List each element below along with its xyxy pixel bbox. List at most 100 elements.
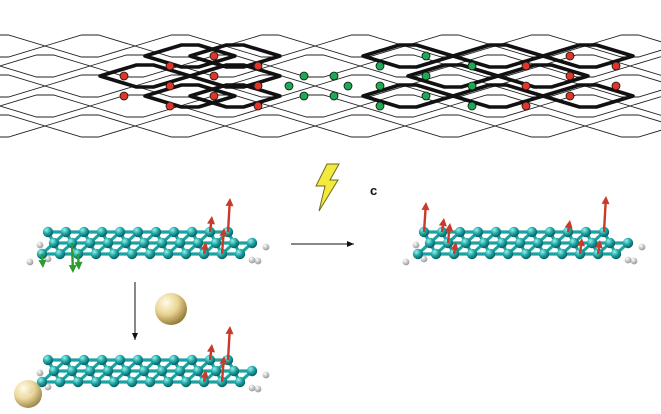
lattice-hexagon: [268, 94, 362, 118]
nanoribbon-molecule-right: [402, 196, 646, 266]
hydrogens: [26, 241, 270, 266]
bold-hexagon: [188, 63, 282, 89]
carbon-atom: [132, 354, 144, 366]
spin-up-arrow: [207, 216, 215, 233]
lattice-hexagon: [0, 114, 47, 138]
arrow-head: [200, 370, 209, 379]
lattice-hexagon: [223, 114, 317, 138]
carbon-atom: [484, 248, 496, 260]
lattice-hexagon: [583, 114, 661, 138]
site-red: [119, 71, 129, 81]
spin-up-arrow: [207, 344, 215, 361]
lattice-hexagon: [628, 96, 661, 116]
carbon-atom: [150, 354, 162, 366]
site-red: [521, 61, 531, 71]
arrow-shaft: [440, 225, 445, 233]
lattice-hexagon: [0, 34, 47, 58]
spin-up-arrow: [601, 196, 610, 233]
carbon-atom: [96, 354, 108, 366]
site-red: [165, 61, 175, 71]
carbon-atom: [168, 354, 180, 366]
site-red: [209, 91, 219, 101]
arrow-shaft: [70, 242, 74, 266]
carbon-atom: [610, 248, 622, 260]
carbon-atom: [210, 365, 222, 377]
carbon-atom: [430, 248, 442, 260]
carbon-atom: [412, 248, 424, 260]
arrow-shaft: [208, 223, 213, 233]
spin-arrows: [200, 326, 234, 383]
carbon-atom: [478, 237, 490, 249]
carbon-atom: [180, 248, 192, 260]
arrow-head: [601, 196, 610, 205]
carbon-atom: [42, 354, 54, 366]
carbon-atoms: [412, 226, 634, 260]
site-green: [329, 71, 339, 81]
arrow-head: [438, 218, 447, 227]
bold-hexagon: [143, 43, 237, 69]
spin-down-arrow: [74, 253, 83, 270]
site-red: [209, 51, 219, 61]
adatom-sphere-icon: [14, 380, 42, 408]
arrow-shaft: [226, 333, 231, 361]
hydrogens: [26, 369, 270, 394]
spin-up-arrow: [421, 202, 430, 233]
hydrogen-atom: [262, 243, 270, 251]
site-green: [467, 81, 477, 91]
site-green: [329, 91, 339, 101]
carbon-atom: [556, 248, 568, 260]
arrow-head: [38, 259, 47, 268]
carbon-atom: [36, 376, 48, 388]
lattice-hexagon: [133, 114, 227, 138]
carbon-atom: [102, 365, 114, 377]
carbon-atom: [192, 365, 204, 377]
site-green: [467, 61, 477, 71]
arrow-head: [207, 216, 215, 225]
carbon-atom: [108, 248, 120, 260]
lattice-hexagon: [583, 74, 661, 98]
carbon-atom: [234, 248, 246, 260]
adatom-sphere-icon: [155, 293, 187, 325]
hydrogen-atom: [248, 256, 256, 264]
bold-hexagon: [143, 83, 237, 109]
carbon-atom: [246, 365, 258, 377]
carbon-atom: [60, 226, 72, 238]
arrow-head: [225, 326, 234, 335]
bold-hexagon: [98, 63, 192, 89]
carbon-atom: [538, 248, 550, 260]
site-green: [299, 71, 309, 81]
site-red: [565, 71, 575, 81]
arrow-head: [577, 238, 585, 247]
site-red: [565, 51, 575, 61]
bold-bonds: [98, 43, 635, 109]
carbon-atom: [150, 226, 162, 238]
spin-up-arrow: [200, 370, 209, 383]
site-green: [375, 81, 385, 91]
hydrogen-atom: [624, 256, 632, 264]
carbon-atom: [234, 376, 246, 388]
hydrogens: [402, 241, 646, 266]
hydrogen-atom: [26, 258, 34, 266]
hydrogen-atom: [262, 371, 270, 379]
carbon-atom: [490, 226, 502, 238]
site-red: [611, 81, 621, 91]
carbon-atom: [460, 237, 472, 249]
lattice-hexagon: [0, 94, 92, 118]
carbon-atom: [132, 226, 144, 238]
spin-up-arrow: [564, 220, 573, 233]
carbon-atom: [228, 237, 240, 249]
arrow-head: [74, 261, 83, 270]
spin-up-arrow: [594, 240, 603, 255]
carbon-atom: [60, 354, 72, 366]
carbon-atom: [42, 226, 54, 238]
carbon-atoms: [36, 354, 258, 388]
arrow-shaft: [202, 377, 206, 383]
spin-up-arrow: [450, 242, 459, 255]
carbon-atom: [108, 376, 120, 388]
carbon-atom: [48, 237, 60, 249]
carbon-atom: [54, 248, 66, 260]
spin-up-arrow: [219, 228, 228, 255]
carbon-atom: [228, 365, 240, 377]
carbon-atom: [550, 237, 562, 249]
site-red: [253, 61, 263, 71]
